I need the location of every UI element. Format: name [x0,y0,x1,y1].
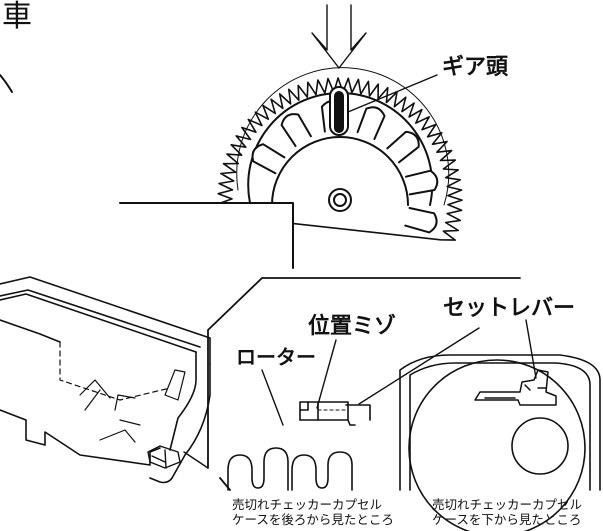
bottom-view-caption: 売切れチェッカーカプセル ケースを下から見たところ [432,497,582,527]
rear-view-caption-line2: ケースを後ろから見たところ [232,512,394,527]
rotor-wave [227,447,353,491]
gear-head-label: ギア頭 [442,55,509,80]
cam-inner-rim [271,136,409,206]
cam-lobe [280,113,312,147]
gear-head-bar [334,91,344,133]
case-inner-wall [59,341,171,401]
set-lever-small [147,445,181,469]
rear-view [227,327,480,491]
zoom-leader [183,451,209,469]
housing-outline [119,202,294,269]
capsule-case [0,276,211,484]
cam-lobe [251,143,286,175]
gear-head-leader [347,74,438,113]
lever-leader-right [525,319,537,379]
bottom-view [399,319,601,531]
set-lever-detail [474,369,557,406]
housing-plate [119,202,294,271]
rotor-label: ローター [236,345,316,369]
bottom-view-ring [408,359,586,531]
bottom-view-hole [511,417,569,475]
cam-lobe [386,130,420,164]
bottom-view-caption-line1: 売切れチェッカーカプセル [432,497,583,512]
gear-hub-outer [328,188,352,212]
gear-hub-inner [333,193,347,207]
cam-lobe [405,169,439,196]
gear-inner-circle [236,67,450,206]
set-lever-label: セットレバー [443,296,576,321]
cut-off-text-fragment: 車 [2,0,32,34]
cam-lobe [356,106,386,140]
zoom-frame [207,277,521,469]
bottom-view-caption-line2: ケースを下から見たところ [432,512,582,527]
cam-lobes [247,91,439,234]
rear-view-caption: 売切れチェッカーカプセル ケースを後ろから見たところ [232,497,394,527]
position-groove-label: 位置ミゾ [308,314,397,339]
lever-leader-left [358,327,480,405]
groove-leader [316,339,337,409]
rear-view-caption-line1: 売切れチェッカーカプセル [232,497,383,512]
down-arrow-icon [311,4,367,69]
cam-lobe [404,207,438,234]
cut-off-line [0,74,13,93]
rotor-leader [261,369,284,426]
gear-assembly [119,4,463,271]
